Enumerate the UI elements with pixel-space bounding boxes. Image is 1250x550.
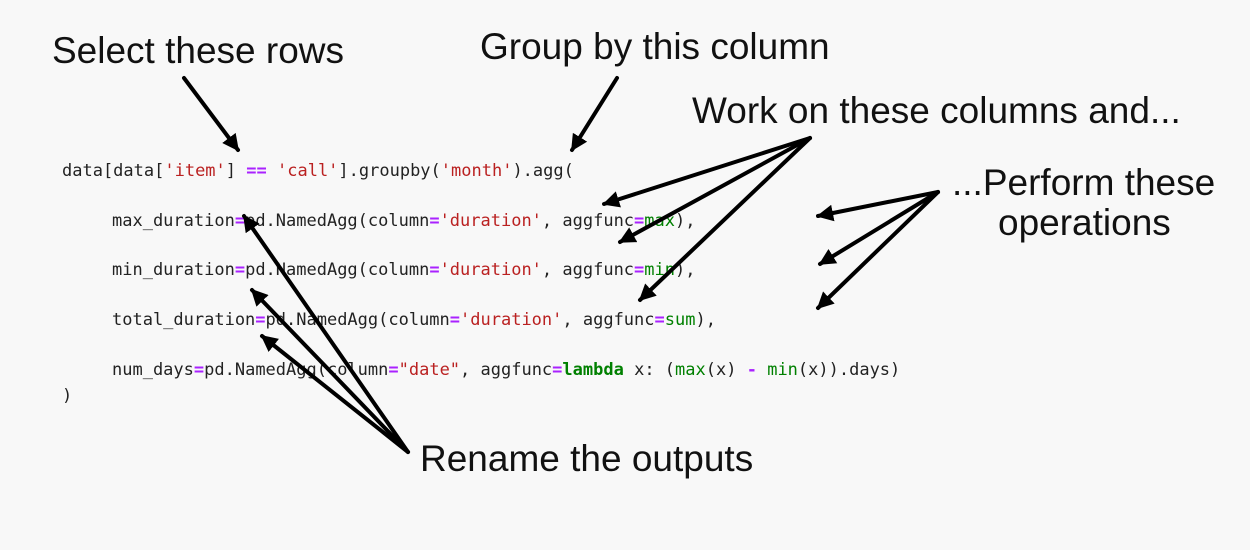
code-operator: =: [449, 310, 461, 330]
arrow-rename-total: [260, 334, 410, 454]
code-keyword: lambda: [562, 360, 624, 380]
code-operator: =: [429, 211, 440, 231]
code-token: pd.NamedAgg(column: [245, 211, 430, 231]
code-token: total_duration: [112, 310, 256, 330]
code-line-5: num_days=pd.NamedAgg(column="date", aggf…: [112, 362, 900, 379]
code-line-3: min_duration=pd.NamedAgg(column='duratio…: [112, 262, 696, 279]
code-builtin: sum: [664, 310, 696, 330]
code-token: , aggfunc: [541, 260, 635, 280]
arrow-work-on-line-3: [638, 136, 812, 302]
code-token: data[data[: [62, 161, 165, 181]
code-line-6: ): [62, 388, 72, 405]
perform-operations-label-line2: operations: [998, 202, 1171, 243]
arrow-work-on-line-1: [602, 136, 812, 208]
code-string: 'duration': [460, 310, 563, 330]
code-token: , aggfunc: [562, 310, 655, 330]
code-token: ].groupby(: [338, 161, 441, 181]
code-line-4: total_duration=pd.NamedAgg(column='durat…: [112, 312, 716, 329]
work-on-columns-label: Work on these columns and...: [692, 90, 1181, 131]
arrow-perform-sum: [816, 190, 940, 310]
code-token: ): [62, 386, 73, 406]
arrow-perform-max: [816, 190, 940, 222]
arrow-select-rows: [182, 76, 240, 152]
code-string: 'call': [277, 161, 339, 181]
code-token: (x): [705, 360, 747, 380]
code-operator: ==: [246, 161, 267, 181]
code-token: min_duration: [112, 260, 235, 280]
code-string: 'item': [164, 161, 226, 181]
code-string: "date": [398, 360, 461, 380]
code-operator: =: [429, 260, 440, 280]
code-builtin: max: [675, 360, 706, 380]
perform-operations-label-line1: ...Perform these: [952, 162, 1216, 203]
code-string: 'month': [440, 161, 513, 181]
code-line-1: data[data['item'] == 'call'].groupby('mo…: [62, 163, 574, 180]
arrow-work-on-line-2: [618, 136, 812, 244]
code-token: ),: [695, 310, 716, 330]
arrow-group-by: [570, 76, 619, 152]
code-operator: =: [255, 310, 266, 330]
select-rows-label: Select these rows: [52, 30, 345, 71]
code-token: (x)).days): [797, 360, 901, 380]
code-operator: =: [634, 260, 645, 280]
code-token: x: (: [623, 360, 676, 380]
code-operator: =: [654, 310, 665, 330]
code-operator: =: [234, 260, 246, 280]
code-operator: =: [552, 360, 563, 380]
code-token: ),: [675, 260, 696, 280]
code-token: ]: [225, 161, 247, 181]
code-string: 'duration': [439, 260, 542, 280]
code-token: ).agg(: [512, 161, 574, 181]
code-operator: =: [234, 211, 246, 231]
arrow-rename-max: [242, 214, 410, 454]
code-token: pd.NamedAgg(column: [245, 260, 430, 280]
code-token: , aggfunc: [541, 211, 635, 231]
code-token: , aggfunc: [460, 360, 553, 380]
code-operator: =: [388, 360, 399, 380]
code-token: num_days: [112, 360, 194, 380]
group-by-label: Group by this column: [480, 26, 830, 67]
arrow-rename-min: [250, 288, 410, 454]
code-token: max_duration: [112, 211, 235, 231]
code-token: pd.NamedAgg(column: [204, 360, 389, 380]
arrow-perform-min: [818, 190, 940, 266]
code-operator: -: [746, 360, 757, 380]
code-string: 'duration': [439, 211, 542, 231]
code-operator: =: [634, 211, 645, 231]
rename-outputs-label: Rename the outputs: [420, 438, 754, 479]
code-token: ),: [675, 211, 696, 231]
code-operator: =: [193, 360, 205, 380]
code-builtin: min: [767, 360, 798, 380]
